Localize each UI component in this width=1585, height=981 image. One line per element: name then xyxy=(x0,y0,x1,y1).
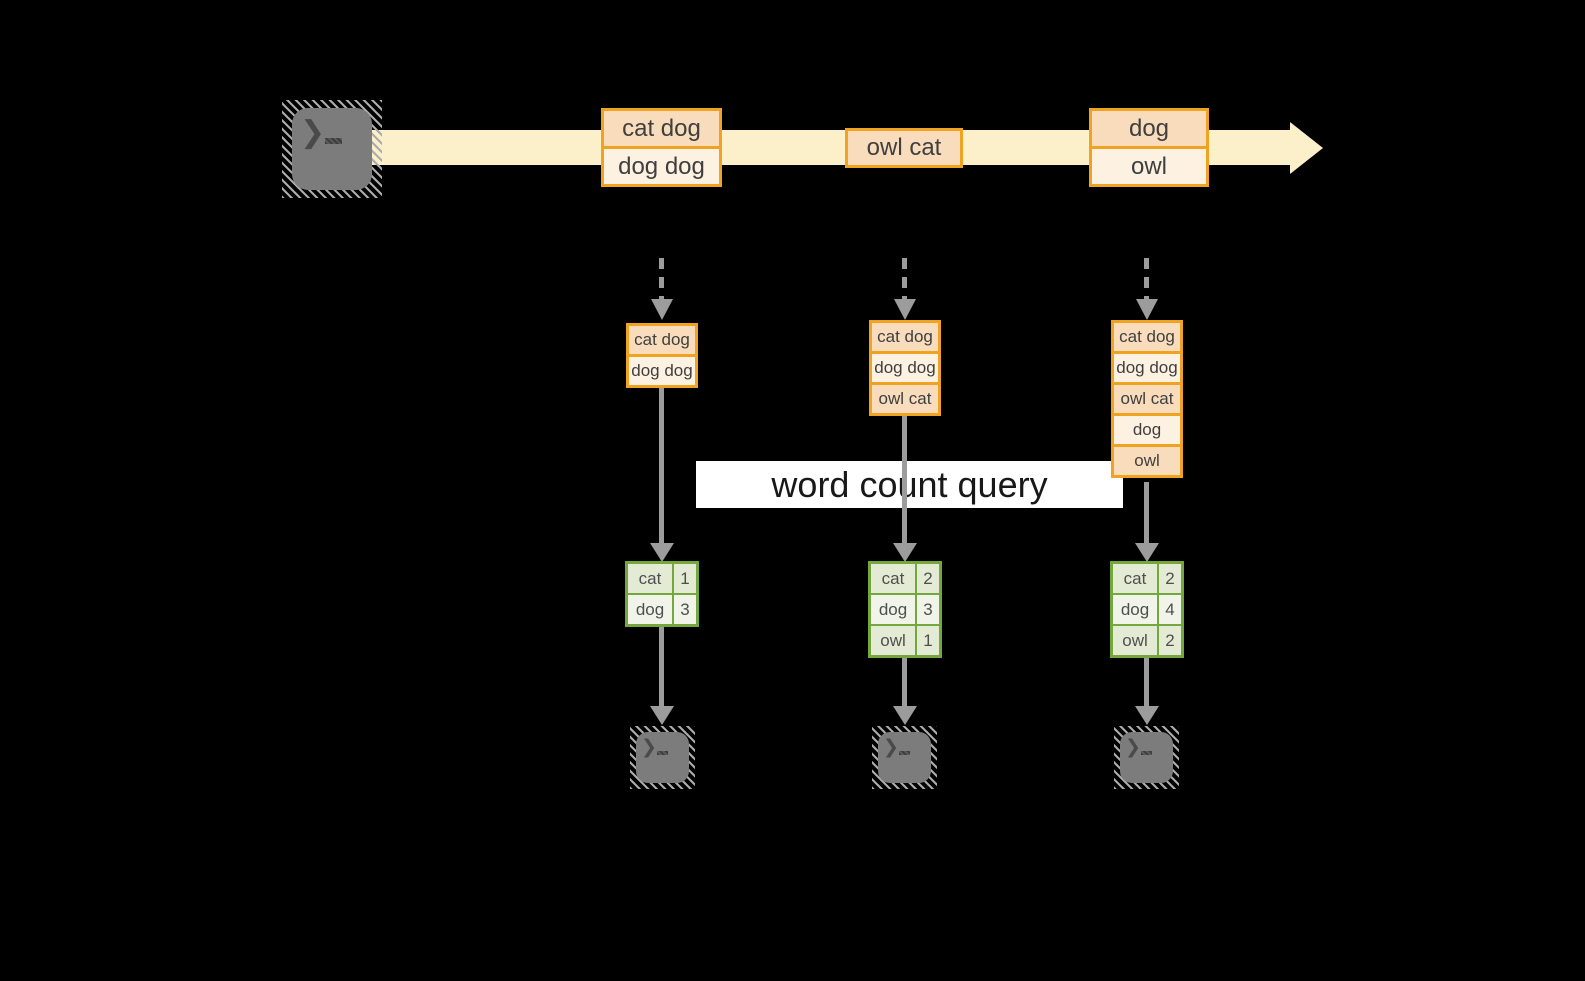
prompt-chevron-icon: ❯ xyxy=(641,737,657,758)
count-value: 1 xyxy=(917,626,939,655)
ingest-arrow-line-2 xyxy=(902,258,907,299)
stream-event-box-2: owl cat xyxy=(845,128,963,168)
count-table-1: cat 1 dog 3 xyxy=(625,561,699,627)
count-word: owl xyxy=(1113,626,1157,655)
query-arrow-line-3 xyxy=(1144,482,1149,543)
output-arrowhead-icon xyxy=(650,706,674,725)
sink-terminal-icon-1: ❯ xyxy=(630,726,695,789)
source-terminal-icon: ❯ xyxy=(282,100,382,198)
count-value: 3 xyxy=(917,595,939,624)
output-arrowhead-icon xyxy=(893,706,917,725)
count-value: 2 xyxy=(917,564,939,593)
count-word: dog xyxy=(628,595,672,624)
count-word: dog xyxy=(1113,595,1157,624)
buffer-stack-2: cat dog dog dog owl cat xyxy=(869,320,941,416)
buffer-line: cat dog xyxy=(872,323,938,351)
buffer-line: cat dog xyxy=(1114,323,1180,351)
count-value: 2 xyxy=(1159,626,1181,655)
terminal-screen: ❯ xyxy=(292,108,372,190)
buffer-line: owl xyxy=(1114,444,1180,475)
buffer-line: owl cat xyxy=(872,382,938,413)
count-value: 1 xyxy=(674,564,696,593)
output-arrow-line-1 xyxy=(659,627,664,706)
output-arrow-line-3 xyxy=(1144,658,1149,706)
output-arrow-line-2 xyxy=(902,658,907,706)
ingest-arrow-line-3 xyxy=(1144,258,1149,299)
count-value: 4 xyxy=(1159,595,1181,624)
count-table-2: cat 2 dog 3 owl 1 xyxy=(868,561,942,658)
prompt-underscore-icon xyxy=(1141,751,1152,755)
event-line: dog dog xyxy=(604,146,719,184)
buffer-stack-1: cat dog dog dog xyxy=(626,323,698,388)
sink-terminal-icon-2: ❯ xyxy=(872,726,937,789)
buffer-stack-3: cat dog dog dog owl cat dog owl xyxy=(1111,320,1183,478)
count-word: dog xyxy=(871,595,915,624)
event-line: dog xyxy=(1092,111,1206,146)
count-value: 2 xyxy=(1159,564,1181,593)
terminal-screen: ❯ xyxy=(1120,732,1173,783)
buffer-line: dog xyxy=(1114,413,1180,444)
buffer-line: dog dog xyxy=(629,354,695,385)
event-line: cat dog xyxy=(604,111,719,146)
ingest-arrow-line-1 xyxy=(659,258,664,299)
query-arrowhead-icon xyxy=(650,543,674,562)
sink-terminal-icon-3: ❯ xyxy=(1114,726,1179,789)
stream-event-box-3: dog owl xyxy=(1089,108,1209,187)
stream-event-box-1: cat dog dog dog xyxy=(601,108,722,187)
count-word: cat xyxy=(628,564,672,593)
prompt-chevron-icon: ❯ xyxy=(1125,737,1141,758)
output-arrowhead-icon xyxy=(1135,706,1159,725)
query-arrowhead-icon xyxy=(1135,543,1159,562)
prompt-chevron-icon: ❯ xyxy=(883,737,899,758)
ingest-arrowhead-icon xyxy=(651,299,673,320)
terminal-screen: ❯ xyxy=(878,732,931,783)
prompt-chevron-icon: ❯ xyxy=(300,116,326,149)
count-word: cat xyxy=(1113,564,1157,593)
prompt-underscore-icon xyxy=(325,138,342,144)
stream-arrowhead-icon xyxy=(1290,122,1323,174)
query-arrowhead-icon xyxy=(893,543,917,562)
terminal-screen: ❯ xyxy=(636,732,689,783)
buffer-line: owl cat xyxy=(1114,382,1180,413)
query-arrow-line-1 xyxy=(659,388,664,543)
count-word: cat xyxy=(871,564,915,593)
query-arrow-line-2 xyxy=(902,416,907,543)
ingest-arrowhead-icon xyxy=(1136,299,1158,320)
query-banner: word count query xyxy=(696,461,1123,508)
buffer-line: cat dog xyxy=(629,326,695,354)
buffer-line: dog dog xyxy=(872,351,938,382)
count-word: owl xyxy=(871,626,915,655)
count-value: 3 xyxy=(674,595,696,624)
ingest-arrowhead-icon xyxy=(894,299,916,320)
prompt-underscore-icon xyxy=(899,751,910,755)
buffer-line: dog dog xyxy=(1114,351,1180,382)
event-line: owl xyxy=(1092,146,1206,184)
event-line: owl cat xyxy=(848,131,960,165)
count-table-3: cat 2 dog 4 owl 2 xyxy=(1110,561,1184,658)
prompt-underscore-icon xyxy=(657,751,668,755)
